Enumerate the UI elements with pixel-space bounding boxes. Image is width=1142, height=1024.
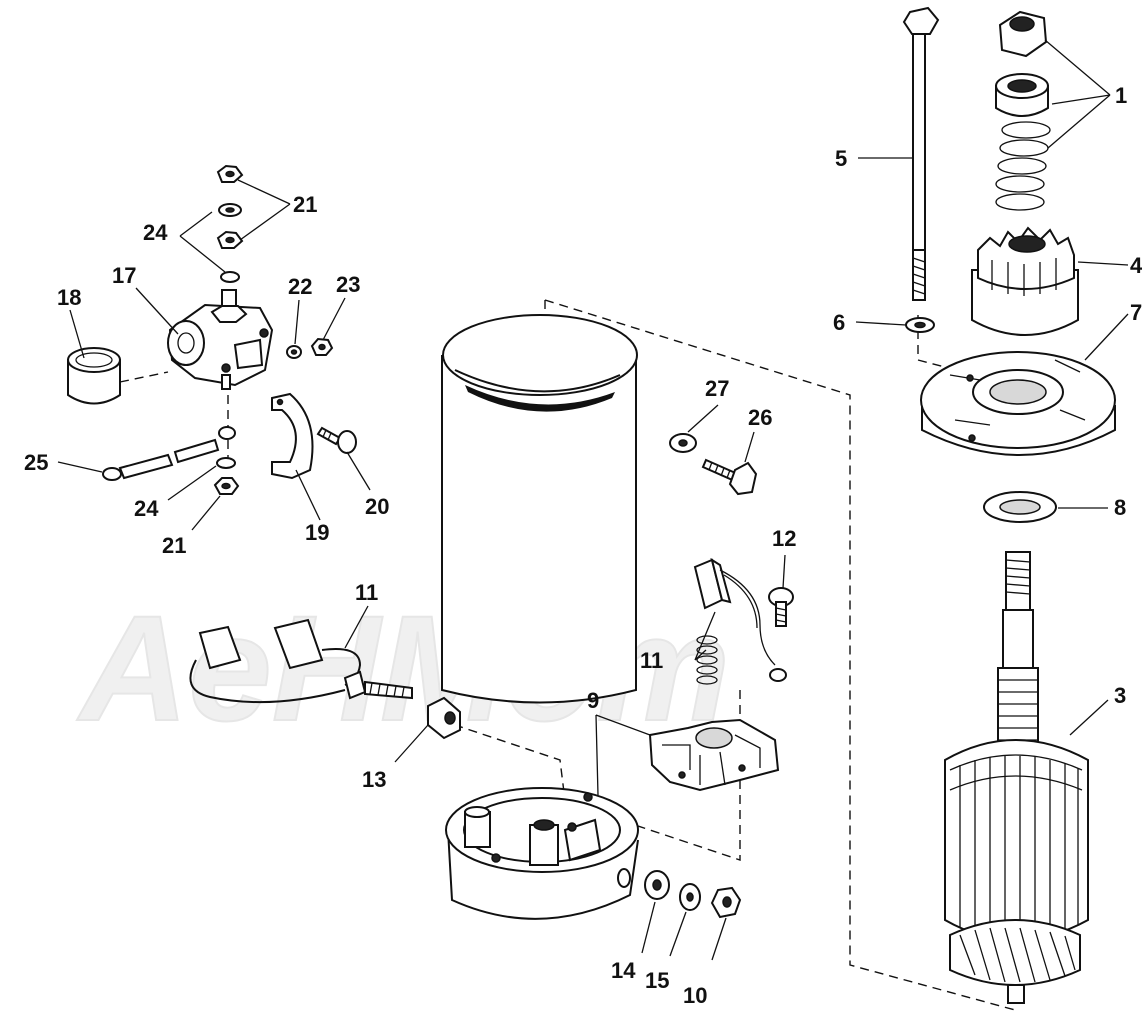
small-nuts [286,337,334,359]
solenoid [167,289,274,390]
drive-end-plate [920,351,1116,456]
brush-screw [768,587,794,627]
battery-cable [102,426,240,495]
label-20: 20 [365,494,389,519]
armature [944,551,1089,1004]
label-27: 27 [705,376,729,401]
brush-holder [648,718,780,792]
label-17: 17 [112,263,136,288]
label-4: 4 [1130,253,1142,278]
solenoid-nuts-top [216,164,244,283]
brush-with-lead [693,557,787,685]
label-8: 8 [1114,495,1126,520]
label-15: 15 [645,968,669,993]
screw-and-washer [669,433,758,496]
terminal-hardware [644,870,742,919]
label-24-bottom: 24 [134,496,159,521]
label-13: 13 [362,767,386,792]
drive-pinion [971,226,1079,336]
commutator-end-cap [445,787,639,920]
motor-frame [441,314,638,704]
leader-lines [57,39,1129,961]
label-19: 19 [305,520,329,545]
part-labels: 1 3 4 5 6 7 8 9 10 11 11 12 13 14 15 17 … [24,83,1142,1008]
label-26: 26 [748,405,772,430]
label-3: 3 [1114,683,1126,708]
field-brushes [189,618,413,704]
label-7: 7 [1130,300,1142,325]
label-10: 10 [683,983,707,1008]
label-11-left: 11 [355,580,378,605]
label-21-top: 21 [293,192,317,217]
label-21-bottom: 21 [162,533,186,558]
solenoid-boot [67,347,121,405]
label-24-top: 24 [143,220,168,245]
through-bolt [902,6,940,301]
label-22: 22 [288,274,312,299]
label-6: 6 [833,310,845,335]
label-9: 9 [587,688,599,713]
small-washer [905,317,935,333]
label-14: 14 [611,958,636,983]
pinion-nut-spacer-spring [995,10,1051,211]
label-5: 5 [835,146,847,171]
label-25: 25 [24,450,48,475]
mounting-bracket [271,392,357,480]
label-23: 23 [336,272,360,297]
label-12: 12 [772,526,796,551]
label-1: 1 [1115,83,1127,108]
label-11-right: 11 [640,648,663,673]
thrust-washer [983,491,1057,523]
label-18: 18 [57,285,81,310]
